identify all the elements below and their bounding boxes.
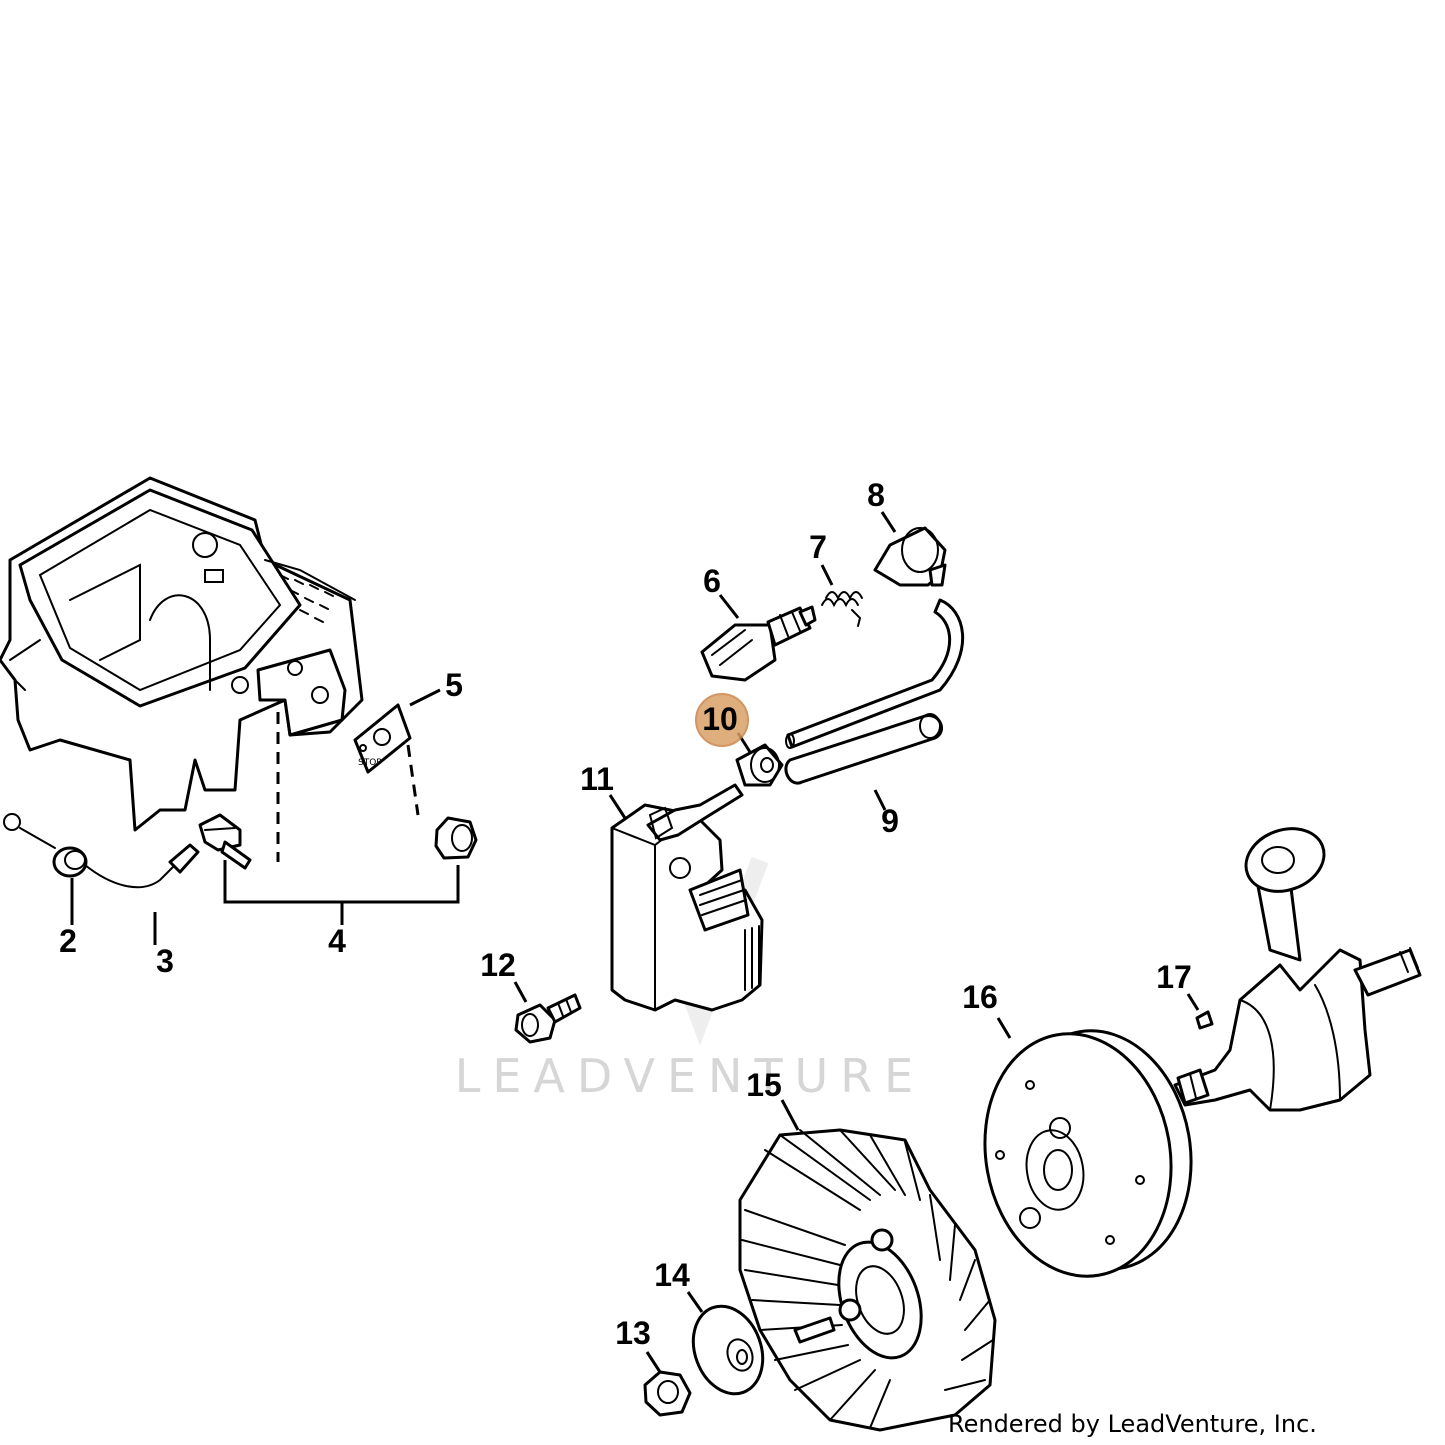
callout-11[interactable]: 11 (580, 761, 614, 797)
leader-15 (780, 1099, 800, 1131)
watermark-text: LEADVENTURE (455, 1049, 926, 1103)
stop-switch (198, 813, 252, 870)
leader-7 (820, 564, 834, 586)
highlight-circle-10 (695, 693, 749, 747)
callout-17[interactable]: 17 (1156, 959, 1192, 995)
woodruff-key (1195, 1010, 1214, 1030)
leader-11 (608, 794, 627, 819)
callout-6[interactable]: 6 (703, 563, 721, 599)
ground-wire (3, 813, 200, 889)
callout-15[interactable]: 15 (746, 1067, 782, 1103)
leader-17 (1186, 993, 1200, 1011)
leader-8 (880, 511, 897, 533)
callout-5[interactable]: 5 (445, 667, 463, 703)
hose-sleeve (784, 713, 943, 785)
callout-16[interactable]: 16 (962, 979, 998, 1015)
leader-16 (996, 1017, 1012, 1039)
flywheel-fan (738, 1128, 997, 1432)
callout-3[interactable]: 3 (156, 943, 174, 979)
leader-9 (873, 789, 887, 811)
decal-label: STOP (358, 758, 382, 768)
callout-2[interactable]: 2 (59, 923, 77, 959)
credit-text: Rendered by LeadVenture, Inc. (948, 1410, 1317, 1438)
callout-7[interactable]: 7 (809, 529, 827, 565)
callout-10[interactable]: 10 (702, 701, 738, 737)
washer (691, 1304, 765, 1396)
ignition-module (610, 783, 764, 1012)
hex-nut (434, 816, 478, 860)
callout-13[interactable]: 13 (615, 1315, 651, 1351)
bracket-4 (223, 860, 460, 904)
plug-boot (873, 526, 947, 587)
leader-12 (513, 981, 528, 1003)
callout-14[interactable]: 14 (654, 1257, 690, 1293)
callout-12[interactable]: 12 (480, 947, 516, 983)
callout-4[interactable]: 4 (328, 923, 346, 959)
leader-5 (409, 688, 441, 707)
leader-14 (686, 1291, 704, 1313)
spark-plug (700, 605, 817, 682)
assembly-line-5 (406, 744, 420, 816)
grommet (52, 846, 88, 878)
lead-grommet (735, 743, 784, 787)
crankshaft (1173, 827, 1422, 1112)
rotor-drum (983, 1029, 1193, 1278)
spring (821, 591, 863, 627)
stop-decal: STOP (353, 703, 412, 774)
callout-9[interactable]: 9 (881, 803, 899, 839)
mounting-screw (514, 993, 582, 1044)
leader-13 (645, 1351, 662, 1373)
ignition-lead (785, 598, 964, 749)
engine-shroud (0, 476, 364, 832)
flywheel-nut (643, 1370, 692, 1417)
callout-8[interactable]: 8 (867, 477, 885, 513)
leader-6 (718, 594, 740, 619)
